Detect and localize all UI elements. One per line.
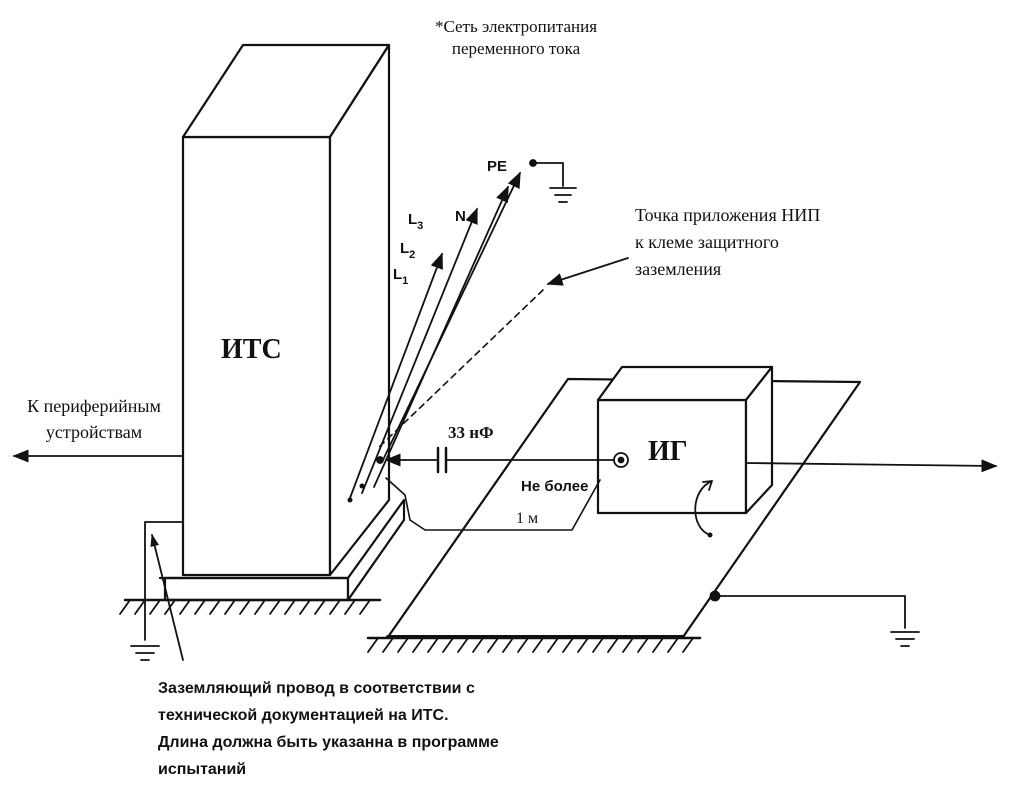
injection-line-2: к клеме защитного	[635, 232, 779, 252]
network-line-2: переменного тока	[451, 39, 581, 58]
grounding-note: Заземляющий провод в соответствии с техн…	[158, 675, 499, 783]
capacitor-label: 33 нФ	[448, 423, 494, 442]
generator-output-arrow	[745, 459, 998, 473]
conductor-l1-label: L1	[393, 266, 408, 287]
peripheral-label: К периферийным устройствам	[24, 393, 164, 445]
coupling-wire	[376, 446, 629, 474]
ig-label: ИГ	[648, 436, 688, 467]
injection-leader	[377, 289, 544, 449]
network-label: *Сеть электропитания переменного тока	[421, 16, 611, 60]
conductor-n-label: N	[455, 208, 466, 225]
injection-point-label: Точка приложения НИП к клеме защитного з…	[635, 202, 820, 283]
conductor-l1	[349, 252, 443, 499]
ig-generator	[596, 365, 774, 515]
its-label: ИТС	[221, 334, 282, 365]
peripheral-line-1: К периферийным	[27, 396, 161, 416]
note-line-3: Длина должна быть указанна в программе	[158, 734, 499, 751]
power-conductors	[347, 171, 521, 503]
conductor-pe	[382, 171, 521, 461]
cabinet-ground-wire	[130, 521, 184, 661]
rotation-arrow	[694, 480, 713, 536]
injection-line-3: заземления	[635, 259, 722, 279]
note-line-4: испытаний	[158, 761, 247, 778]
distance-label-1: Не более	[521, 478, 588, 495]
injection-line-1: Точка приложения НИП	[635, 205, 821, 225]
floor-hatching-right	[366, 636, 702, 653]
conductor-pe-label: PE	[487, 158, 507, 175]
peripheral-line-2: устройствам	[45, 422, 143, 442]
its-cabinet	[181, 43, 391, 577]
pe-ground-symbol	[529, 159, 577, 203]
distance-label-2: 1 м	[516, 510, 538, 527]
network-line-1: *Сеть электропитания	[434, 17, 598, 36]
conductor-l3-label: L3	[408, 211, 423, 232]
conductor-l2-label: L2	[400, 240, 415, 261]
plane-ground-connection	[709, 590, 920, 647]
note-line-2: технической документацией на ИТС.	[158, 707, 449, 724]
note-line-1: Заземляющий провод в соответствии с	[158, 680, 475, 697]
distance-dimension	[385, 477, 601, 531]
floor-hatching-left	[119, 598, 382, 615]
